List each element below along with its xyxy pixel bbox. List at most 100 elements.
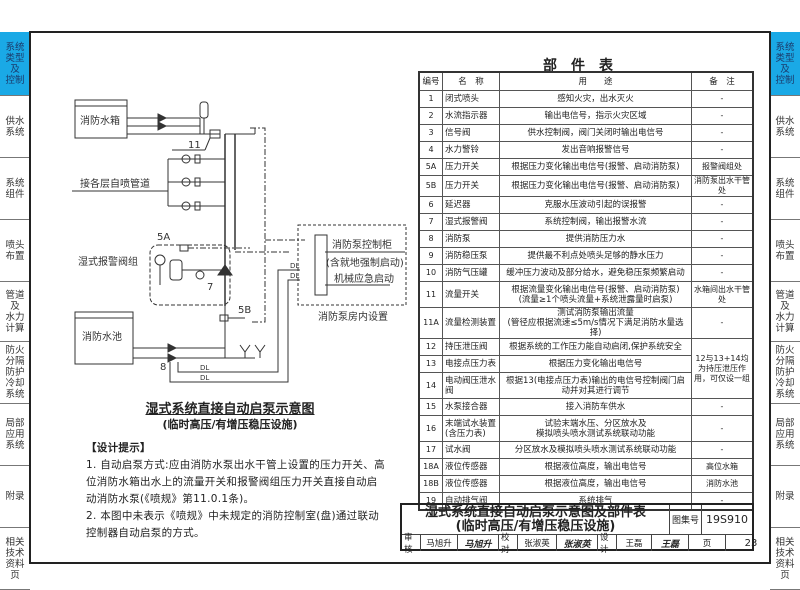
- sidebar-tab-label: 相关技术资料页: [5, 536, 25, 581]
- cell-no: 12: [418, 338, 443, 356]
- sidebar-tab-label: 局部应用系统: [775, 418, 795, 451]
- sidebar-tab[interactable]: 系统类型及控制: [770, 32, 800, 96]
- cell-use: 根据压力变化输出电信号(报警、启动消防泵): [499, 175, 692, 197]
- cell-name: 持压泄压阀: [442, 338, 500, 356]
- cell-use: 测试消防泵输出流量(管径应根据流速≤5m/s情况下满足消防水量选择): [499, 307, 692, 339]
- sidebar-tab[interactable]: 附录: [0, 466, 30, 528]
- parts-table-header: 编号 名 称 用 途 备 注: [418, 71, 754, 91]
- sidebar-tab[interactable]: 管道及水力计算: [0, 282, 30, 342]
- review-label: 审核: [402, 533, 421, 555]
- cell-use: 发出音响报警信号: [499, 141, 692, 159]
- design-label: 设计: [598, 533, 617, 555]
- design-name: 王磊: [617, 535, 652, 551]
- sidebar-tab[interactable]: 系统组件: [770, 158, 800, 220]
- sidebar-tab-label: 附录: [5, 491, 25, 502]
- sidebar-tab[interactable]: 系统组件: [0, 158, 30, 220]
- tag-8: 8: [160, 362, 166, 373]
- cell-use: 根据液位高度，输出电信号: [499, 475, 692, 493]
- cell-name: 湿式报警阀: [442, 213, 500, 231]
- cell-no: 1: [418, 90, 443, 108]
- cell-name: 水流指示器: [442, 107, 500, 125]
- cell-no: 3: [418, 124, 443, 142]
- sidebar-tab[interactable]: 防火分隔防护冷却系统: [770, 342, 800, 404]
- label-dl-2: DL: [290, 272, 299, 280]
- cell-use: 根据压力变化输出电信号: [499, 355, 692, 373]
- cell-note: 12与13+14均为持压泄压作用，可仅设一组: [691, 338, 754, 399]
- cell-name: 消防气压罐: [442, 264, 500, 282]
- title-block: 湿式系统直接自动启泵示意图及部件表 (临时高压/有增压稳压设施) 图集号 19S…: [400, 503, 757, 555]
- cell-note: -: [691, 213, 754, 231]
- label-dl-3: DL: [200, 364, 209, 372]
- label-pump-room: 消防泵房内设置: [318, 310, 388, 323]
- sidebar-tab[interactable]: 供水系统: [770, 96, 800, 158]
- sidebar-tab-label: 系统组件: [775, 177, 795, 200]
- system-diagram: 消防水箱 接各层自喷管道 湿式报警阀组 消防水池 11 5A 7 5B 8 DL…: [60, 70, 420, 400]
- tag-11: 11: [188, 140, 201, 151]
- sidebar-tab[interactable]: 系统类型及控制: [0, 32, 30, 96]
- sidebar-tab[interactable]: 管道及水力计算: [770, 282, 800, 342]
- sidebar-tab-label: 喷头布置: [5, 239, 25, 262]
- sidebar-tab[interactable]: 喷头布置: [770, 220, 800, 282]
- sidebar-tab[interactable]: 局部应用系统: [0, 404, 30, 466]
- right-sidebar-nav: 系统类型及控制供水系统系统组件喷头布置管道及水力计算防火分隔防护冷却系统局部应用…: [770, 32, 800, 590]
- header-note: 备 注: [691, 71, 754, 91]
- cell-no: 5B: [418, 175, 443, 197]
- sidebar-tab[interactable]: 喷头布置: [0, 220, 30, 282]
- notes-heading: 【设计提示】: [86, 442, 151, 454]
- sidebar-tab[interactable]: 局部应用系统: [770, 404, 800, 466]
- cell-name: 末端试水装置(含压力表): [442, 415, 500, 442]
- cell-no: 8: [418, 230, 443, 248]
- sidebar-tab[interactable]: 防火分隔防护冷却系统: [0, 342, 30, 404]
- check-name: 张淑英: [518, 535, 557, 551]
- cell-no: 13: [418, 355, 443, 373]
- cell-name: 信号阀: [442, 124, 500, 142]
- note-item: 2. 本图中未表示《喷规》中未规定的消防控制室(盘)通过联动控制器自动启泵的方式…: [86, 510, 380, 539]
- cell-use: 根据压力变化输出电信号(报警、启动消防泵): [499, 158, 692, 176]
- tag-7: 7: [207, 282, 213, 293]
- parts-table-title: 部件表: [543, 58, 627, 74]
- cell-name: 电动阀压泄水阀: [442, 372, 500, 399]
- cell-note: -: [691, 196, 754, 214]
- sidebar-tab-label: 系统类型及控制: [775, 41, 795, 86]
- cell-use: 克服水压波动引起的误报警: [499, 196, 692, 214]
- cell-no: 9: [418, 247, 443, 265]
- cell-name: 液位传感器: [442, 458, 500, 476]
- cell-no: 17: [418, 441, 443, 459]
- sidebar-tab[interactable]: 供水系统: [0, 96, 30, 158]
- cell-name: 压力开关: [442, 158, 500, 176]
- design-signature: 王磊: [652, 535, 689, 551]
- atlas-number: 19S910: [702, 505, 752, 535]
- cell-note: 高位水箱: [691, 458, 754, 476]
- cell-no: 18B: [418, 475, 443, 493]
- cell-no: 16: [418, 415, 443, 442]
- header-use: 用 途: [499, 71, 692, 91]
- cell-use: 提供最不利点处喷头足够的静水压力: [499, 247, 692, 265]
- sidebar-tab-label: 防火分隔防护冷却系统: [5, 345, 25, 400]
- cell-note: 消防水池: [691, 475, 754, 493]
- diagram-caption-title: 湿式系统直接自动启泵示意图: [60, 398, 400, 417]
- cell-note: 消防泵出水干管处: [691, 175, 754, 197]
- cell-no: 11: [418, 281, 443, 308]
- cell-note: -: [691, 307, 754, 339]
- diagram-svg: 消防水箱 接各层自喷管道 湿式报警阀组 消防水池 11 5A 7 5B 8 DL…: [72, 99, 407, 383]
- cell-name: 自动排气阀: [442, 492, 500, 511]
- title-line-2: (临时高压/有增压稳压设施): [455, 519, 616, 534]
- cell-no: 6: [418, 196, 443, 214]
- sidebar-tab[interactable]: 附录: [770, 466, 800, 528]
- cell-note: -: [691, 247, 754, 265]
- cell-use: 根据系统的工作压力能自动启闭,保护系统安全: [499, 338, 692, 356]
- cell-name: 压力开关: [442, 175, 500, 197]
